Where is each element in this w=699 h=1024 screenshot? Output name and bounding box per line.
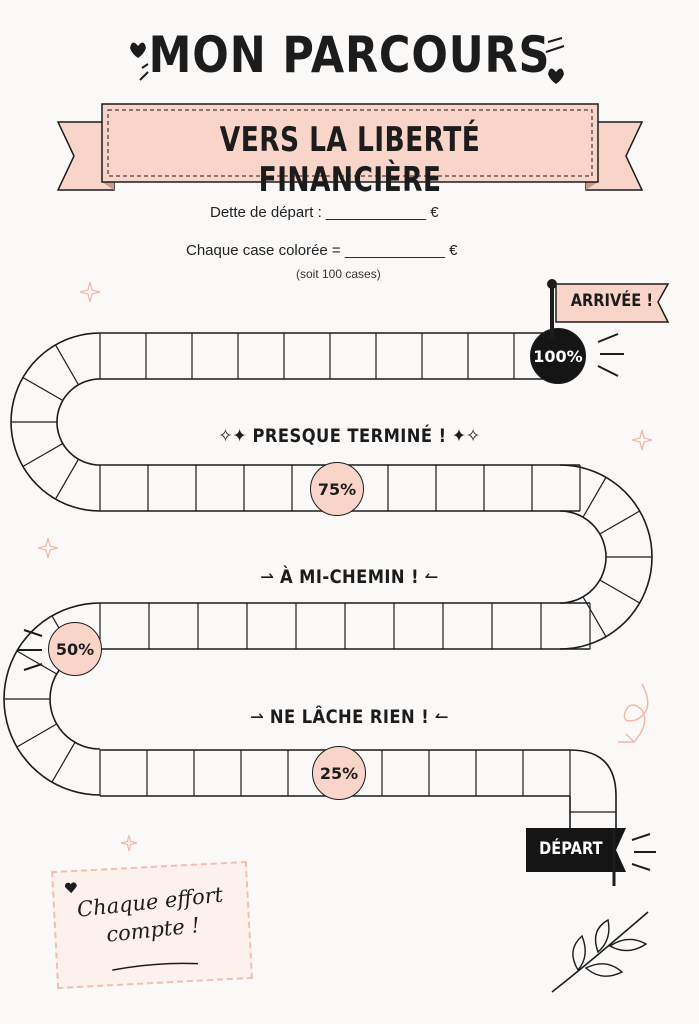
- sparkle-icon: ✦✧: [446, 425, 481, 447]
- track-case: [22, 376, 64, 402]
- box-note: (soit 100 cases): [296, 267, 381, 281]
- box-unit: €: [449, 242, 458, 259]
- stage-label-halfway: ⇀ À MI-CHEMIN ! ↼: [49, 566, 650, 588]
- debt-unit: €: [430, 204, 439, 221]
- track-case: [599, 510, 640, 535]
- stage-label-almost: ✧✦ PRESQUE TERMINÉ ! ✦✧: [49, 425, 650, 447]
- debt-blank: ____________: [325, 204, 427, 221]
- track-case: [54, 458, 80, 500]
- sparkle-icon: [37, 537, 59, 559]
- milestone-100: 100%: [530, 328, 586, 384]
- ribbon-banner: [56, 103, 644, 191]
- milestone-25: 25%: [312, 746, 366, 800]
- track-case: [16, 723, 58, 748]
- start-flag-label: DÉPART: [526, 839, 616, 859]
- track-case: [22, 442, 64, 468]
- heart-icon: [64, 882, 77, 894]
- track-edge: [56, 378, 101, 466]
- sparkle-icon: [631, 429, 653, 451]
- track-case: [582, 477, 607, 518]
- track-case: [51, 741, 76, 783]
- page-title: MON PARCOURS: [148, 26, 551, 84]
- dash-doodle-icon: ↼: [429, 706, 449, 728]
- dash-doodle-icon: ⇀: [250, 706, 270, 728]
- track-edge: [569, 749, 617, 830]
- track-edge: [559, 510, 607, 604]
- stage-almost-text: PRESQUE TERMINÉ !: [252, 425, 447, 447]
- track-case: [16, 650, 58, 675]
- heart-doodle-icon: [545, 37, 565, 84]
- finish-flag: [547, 279, 670, 338]
- heart-doodle-icon: [130, 42, 149, 81]
- leaf-branch-icon: [551, 911, 649, 993]
- burst-lines-icon: [597, 333, 624, 377]
- track-case: [599, 579, 640, 604]
- burst-lines-icon: [18, 629, 43, 671]
- sparkle-icon: [79, 281, 101, 303]
- stage-halfway-text: À MI-CHEMIN !: [279, 566, 420, 588]
- ribbon-title: VERS LA LIBERTÉ FINANCIÈRE: [219, 120, 481, 200]
- debt-label: Dette de départ :: [210, 204, 322, 221]
- dash-doodle-icon: ↼: [419, 566, 439, 588]
- sparkle-icon: ✧✦: [218, 425, 253, 447]
- track-case: [54, 344, 80, 386]
- swirl-doodle-icon: [618, 683, 649, 743]
- finish-flag-label: ARRIVÉE !: [562, 291, 662, 311]
- finish-flag-text: ARRIVÉE !: [570, 291, 654, 311]
- box-value-field[interactable]: Chaque case colorée = ____________ €: [186, 242, 457, 259]
- start-flag-text: DÉPART: [539, 839, 603, 859]
- underline-doodle: [112, 962, 199, 971]
- dash-doodle-icon: ⇀: [260, 566, 280, 588]
- box-blank: ____________: [344, 242, 445, 259]
- sparkle-icon: [120, 834, 138, 852]
- milestone-50: 50%: [48, 622, 102, 676]
- stage-keep-going-text: NE LÂCHE RIEN !: [269, 706, 430, 728]
- track-case: [582, 596, 607, 637]
- milestone-75: 75%: [310, 462, 364, 516]
- start-flag: [526, 828, 626, 886]
- stage-label-keep-going: ⇀ NE LÂCHE RIEN ! ↼: [49, 706, 650, 728]
- quote-note: Chaque effort compte !: [51, 860, 253, 990]
- box-label: Chaque case colorée =: [186, 242, 341, 259]
- burst-lines-icon: [631, 833, 656, 871]
- debt-field[interactable]: Dette de départ : ____________ €: [210, 204, 439, 221]
